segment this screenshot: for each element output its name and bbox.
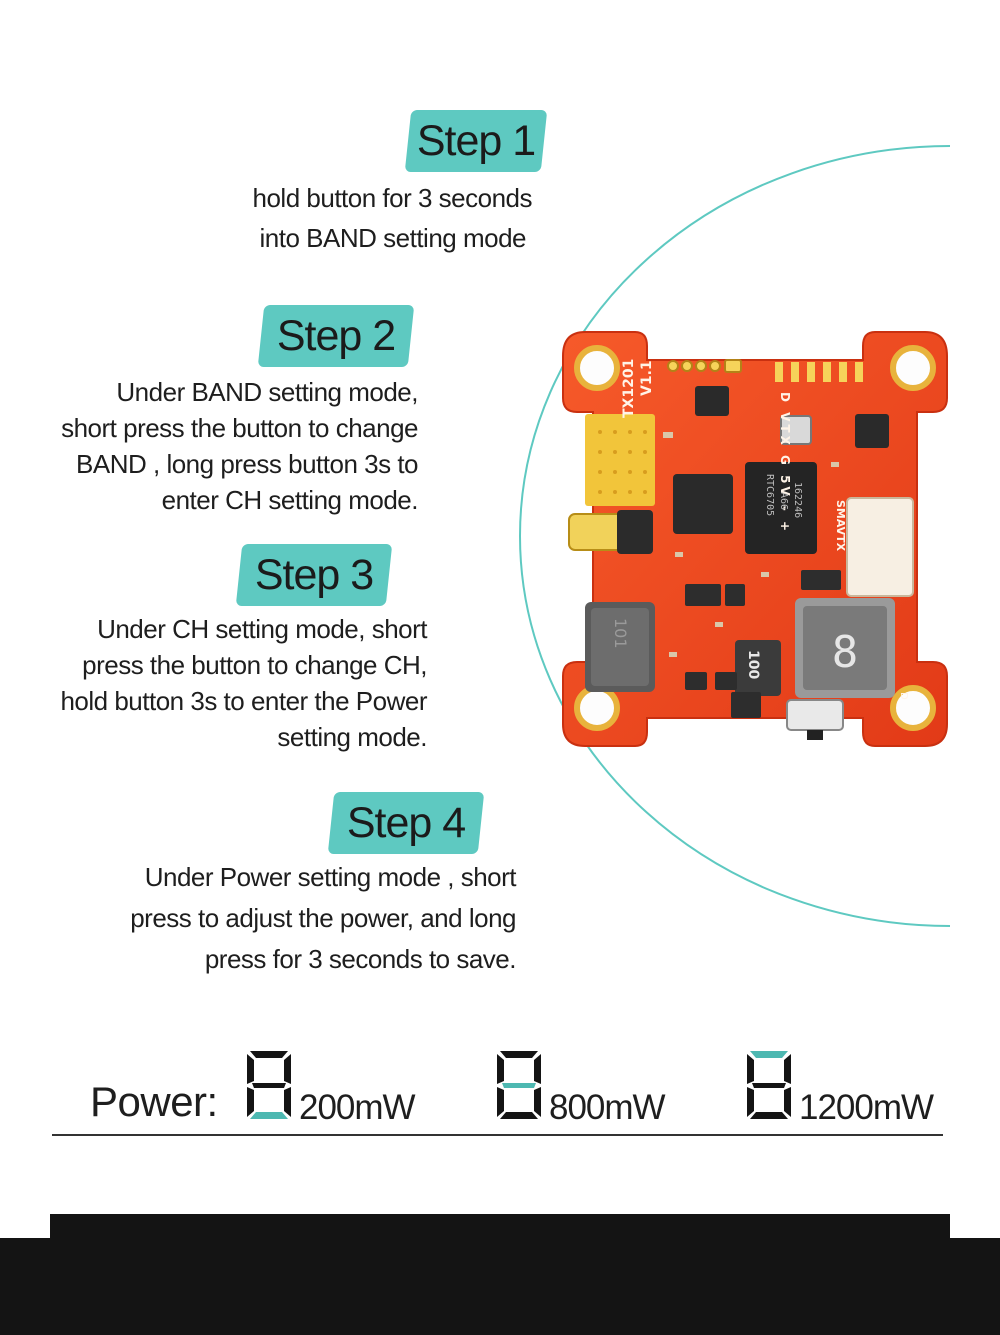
power-level-1200: 1200mW [799,1088,934,1127]
divider [52,1134,943,1136]
power-level-200: 200mW [299,1088,416,1127]
board-inductor-text: 100 [745,650,761,679]
seven-segment-icon [247,1051,291,1119]
seven-segment-icon [747,1051,791,1119]
board-connector-label: SMAVTX [834,500,847,552]
seven-segment-icon [497,1051,541,1119]
step-1-title: Step 1 [416,116,536,165]
board-pin-labels: D VTX G 5V - + [778,392,792,534]
board-inductor-left-text: 101 [611,618,630,649]
step-4-badge: Step 4 [327,792,485,854]
svg-text:8: 8 [832,627,859,678]
board-small-label: D [898,692,909,700]
step-1-description: hold button for 3 seconds into BAND sett… [252,183,533,253]
step-4-title: Step 4 [346,798,466,847]
step-4-description: Under Power setting mode , short press t… [130,862,516,974]
power-label: Power: [90,1078,218,1125]
vtx-board-image: 8 TX1201 V1.1 D VTX G 5V - + RTC6705 A66… [562,331,948,747]
step-2-description: Under BAND setting mode, short press the… [61,377,418,515]
step-2-title: Step 2 [276,311,396,360]
board-chip-text: RTC6705 [764,474,775,516]
step-3-badge: Step 3 [235,544,393,606]
step-2-badge: Step 2 [257,305,415,367]
step-1-badge: Step 1 [404,110,548,172]
power-level-800: 800mW [549,1088,666,1127]
footer [0,1238,1000,1335]
board-model-text: TX1201 [621,359,637,418]
board-chip-code: A66 [778,492,789,510]
board-chip-lot: 162246 [792,482,803,518]
board-version-text: V1.1 [639,360,655,396]
step-3-description: Under CH setting mode, short press the b… [60,614,427,752]
step-3-title: Step 3 [254,550,374,599]
